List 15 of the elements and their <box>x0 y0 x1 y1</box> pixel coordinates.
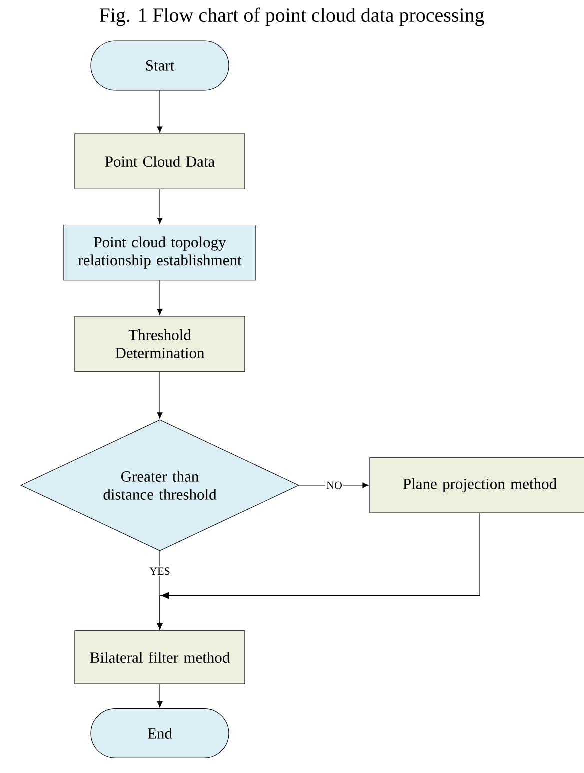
figure-title: Fig. 1 Flow chart of point cloud data processing <box>100 8 484 26</box>
process-box: Bilateral filter method <box>74 630 246 684</box>
arrow <box>157 280 163 316</box>
arrow <box>157 189 163 224</box>
process-box: Plane projection method <box>370 458 584 514</box>
arrow <box>299 482 369 488</box>
edge-label: NO <box>326 480 344 490</box>
arrow <box>157 372 163 419</box>
arrow <box>157 513 480 630</box>
process-box: Threshold Determination <box>74 316 246 372</box>
process-box: Point Cloud Data <box>74 134 246 190</box>
arrow <box>157 684 163 708</box>
edge-label: YES <box>148 566 172 576</box>
arrow <box>157 90 163 133</box>
process-box: Point cloud topology relationship establishment <box>64 224 256 281</box>
